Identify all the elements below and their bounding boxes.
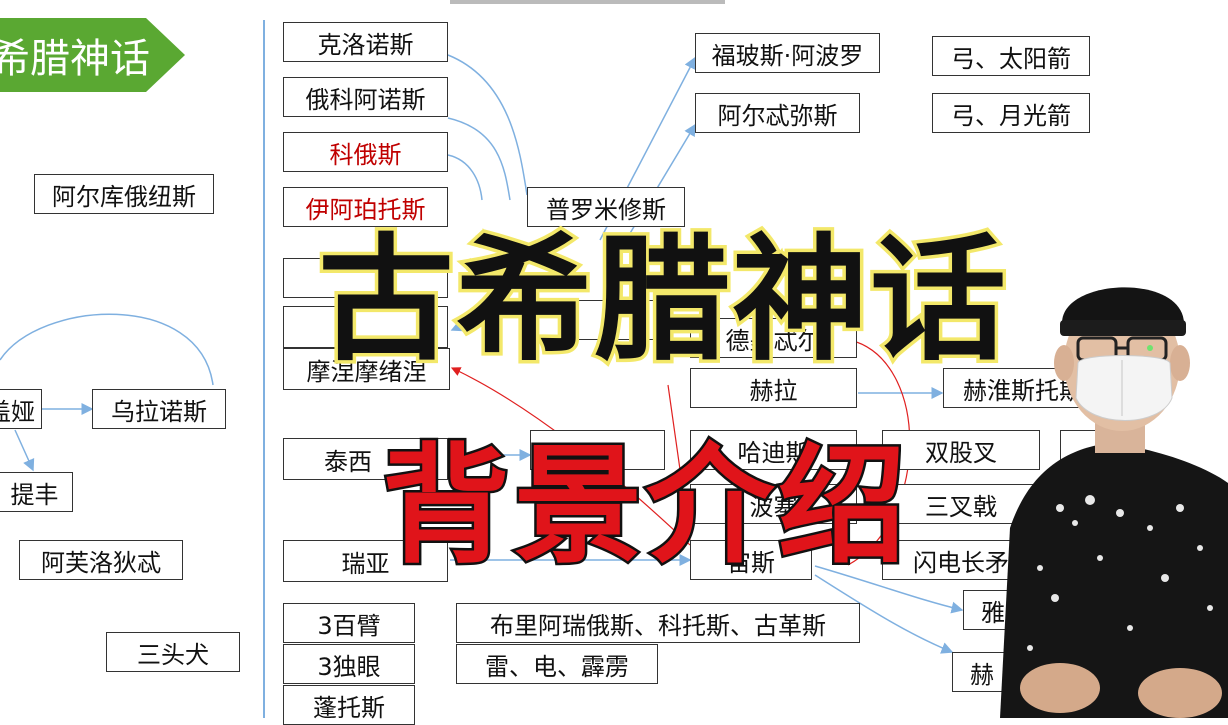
- banner-text: 希腊神话: [0, 36, 150, 82]
- curve-kronos: [447, 54, 528, 196]
- red-line-left: [667, 384, 691, 541]
- node-bow-sun: 弓、太阳箭: [932, 36, 1090, 76]
- node-hundred-arms: 3百臂: [283, 603, 415, 643]
- node-pontus: 蓬托斯: [283, 685, 415, 725]
- top-scroll-strip: [450, 0, 725, 4]
- node-prometheus: 普罗米修斯: [527, 187, 685, 227]
- node-cyclops-names: 布里阿瑞俄斯、科托斯、古革斯: [456, 603, 860, 643]
- node-hidden-mid: [532, 300, 667, 340]
- section-banner: 希腊神话: [0, 18, 185, 92]
- node-trident: 三叉戟: [882, 484, 1040, 524]
- node-hera: 赫拉: [690, 368, 857, 408]
- line-zeus-athena: [814, 565, 964, 614]
- node-hidden-mid-2: [530, 430, 665, 470]
- node-demeter: 德墨忒尔: [690, 318, 857, 358]
- node-cyclops: 3独眼: [283, 644, 415, 684]
- node-zeus: 宙斯: [690, 540, 812, 580]
- node-hermes: 赫: [952, 652, 1012, 692]
- node-poseidon: 波塞: [690, 484, 857, 524]
- node-hidden-1: [283, 258, 448, 298]
- line-zeus-hermes: [814, 574, 954, 654]
- node-arkas: 阿尔库俄纽斯: [34, 174, 214, 214]
- node-kronos: 克洛诺斯: [283, 22, 448, 62]
- node-mnemosyne: 摩涅摩绪涅: [283, 348, 450, 390]
- presenter-figure: [1000, 287, 1228, 718]
- node-iapetus: 伊阿珀托斯: [283, 187, 448, 227]
- node-oceanus: 俄科阿诺斯: [283, 77, 448, 117]
- node-hidden-2: [283, 306, 448, 348]
- arc-gaia-uranus: [0, 313, 214, 386]
- curve-oceanus: [447, 117, 511, 201]
- title-main: 古希腊神话: [315, 219, 1010, 384]
- node-aphrodite: 阿芙洛狄忒: [19, 540, 183, 580]
- node-apollo: 福玻斯·阿波罗: [695, 33, 880, 73]
- timeline-divider: [263, 20, 265, 718]
- line-gaia-typhon: [14, 429, 35, 472]
- node-tethys: 泰西: [283, 438, 448, 480]
- node-hades: 哈迪斯: [690, 430, 857, 470]
- node-bow-moon: 弓、月光箭: [932, 93, 1090, 133]
- curve-coeus: [447, 154, 483, 201]
- node-coeus: 科俄斯: [283, 132, 448, 172]
- node-cerberus: 三头犬: [106, 632, 240, 672]
- node-artemis: 阿尔忒弥斯: [695, 93, 860, 133]
- node-rhea: 瑞亚: [283, 540, 448, 582]
- node-bident: 双股叉: [882, 430, 1040, 470]
- title-sub: 背景介绍: [379, 430, 911, 584]
- node-typhon: 提丰: [0, 472, 73, 512]
- line-to-mnemosyne: [450, 299, 521, 332]
- node-thunder: 雷、电、霹雳: [456, 644, 658, 684]
- node-gaia: 盖娅: [0, 389, 42, 429]
- node-uranus: 乌拉诺斯: [92, 389, 226, 429]
